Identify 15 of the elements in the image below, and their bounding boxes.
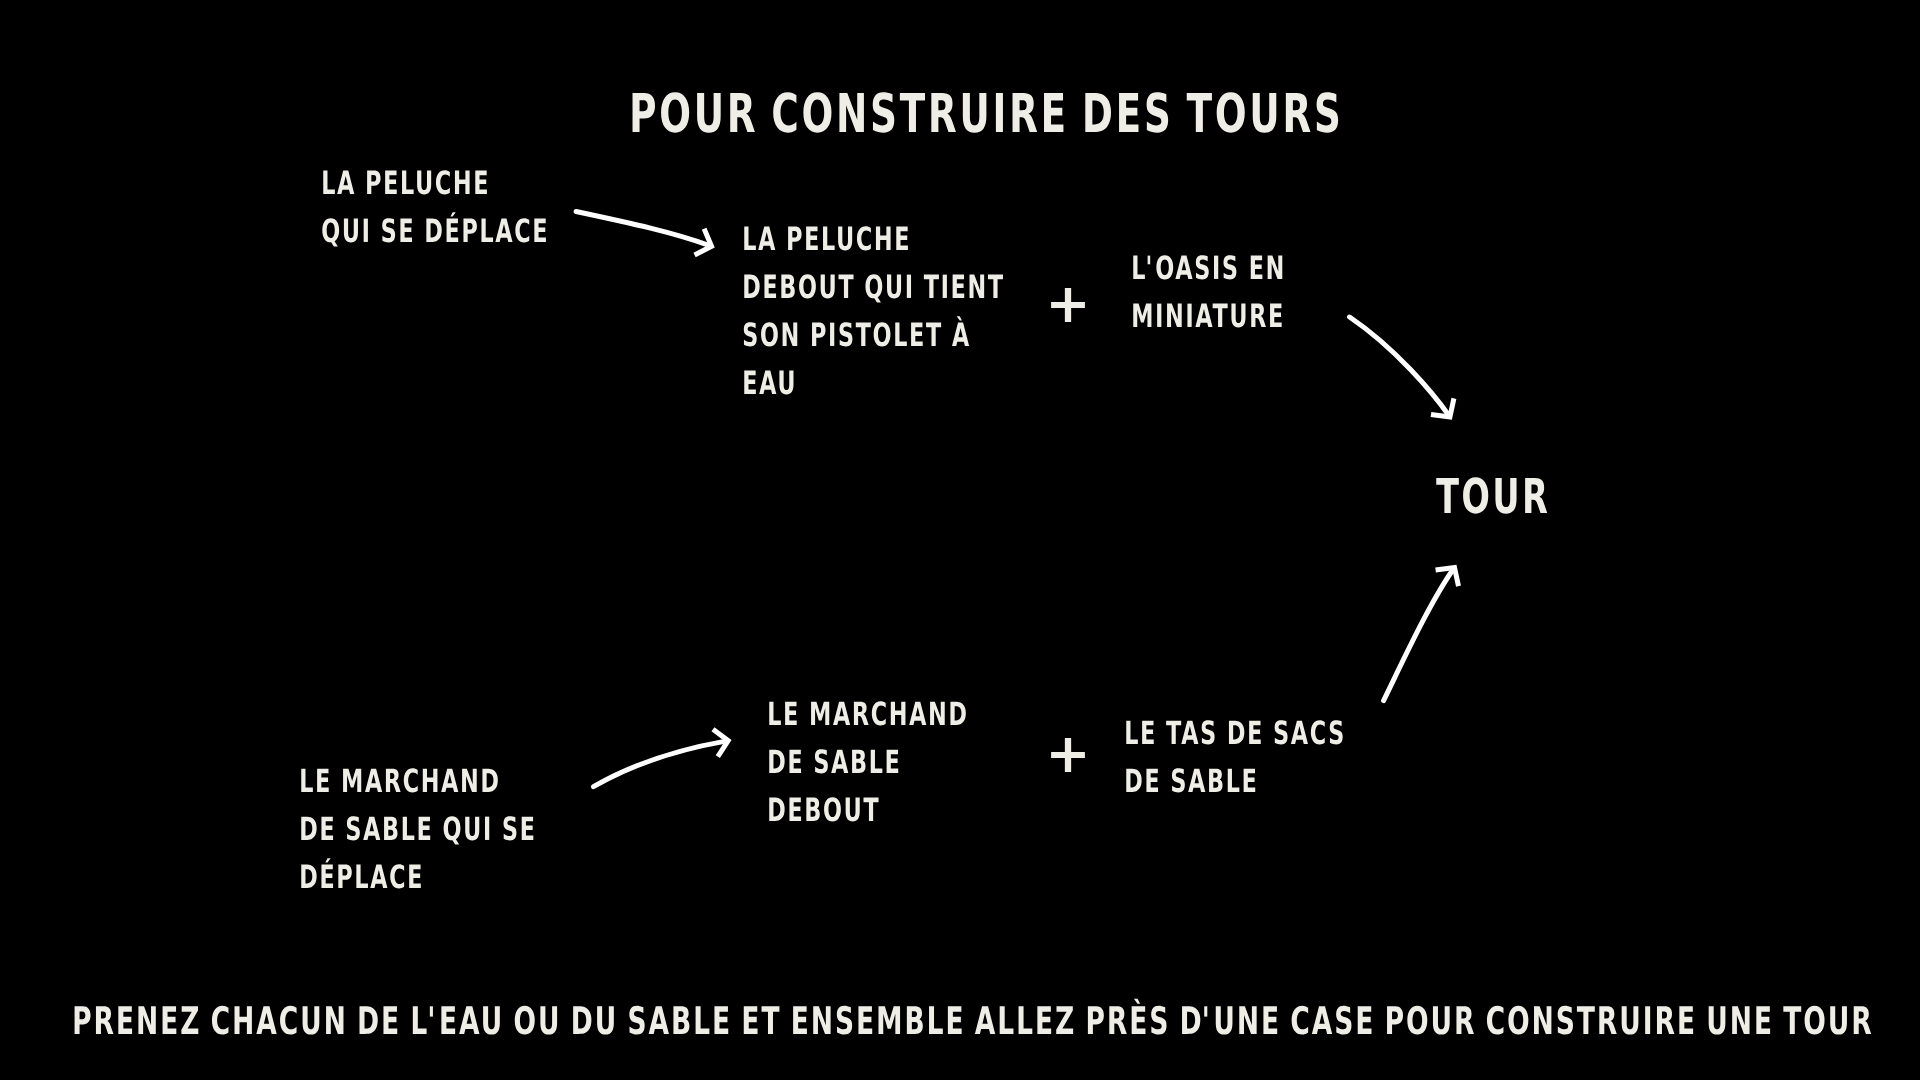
- plus-sign: +: [1051, 738, 1085, 772]
- result-label: TOUR: [1436, 477, 1548, 514]
- text-label: LE MARCHAND DE SABLE QUI SE DÉPLACE: [301, 768, 534, 889]
- curved-arrow: [1347, 314, 1457, 420]
- text-label: LE MARCHAND DE SABLE DEBOUT: [769, 701, 966, 822]
- text-label: LE TAS DE SACS DE SABLE: [1126, 720, 1343, 793]
- curved-arrow: [1381, 564, 1461, 704]
- text-label: L'OASIS EN MINIATURE: [1133, 255, 1283, 328]
- text-label: LA PELUCHE QUI SE DÉPLACE: [322, 170, 546, 247]
- plus-sign: +: [1051, 288, 1085, 322]
- text-label: LA PELUCHE DEBOUT QUI TIENT SON PISTOLET À EAU: [743, 226, 1003, 395]
- curved-arrow: [573, 209, 715, 258]
- curved-arrow: [590, 727, 732, 790]
- title: POUR CONSTRUIRE DES TOURS: [632, 92, 1339, 133]
- caption: PRENEZ CHACUN DE L'EAU OU DU SABLE ET ENSEMBLE ALLEZ PRÈS D'UNE CASE POUR CONSTRUIRE UNE TOUR: [74, 998, 1872, 1035]
